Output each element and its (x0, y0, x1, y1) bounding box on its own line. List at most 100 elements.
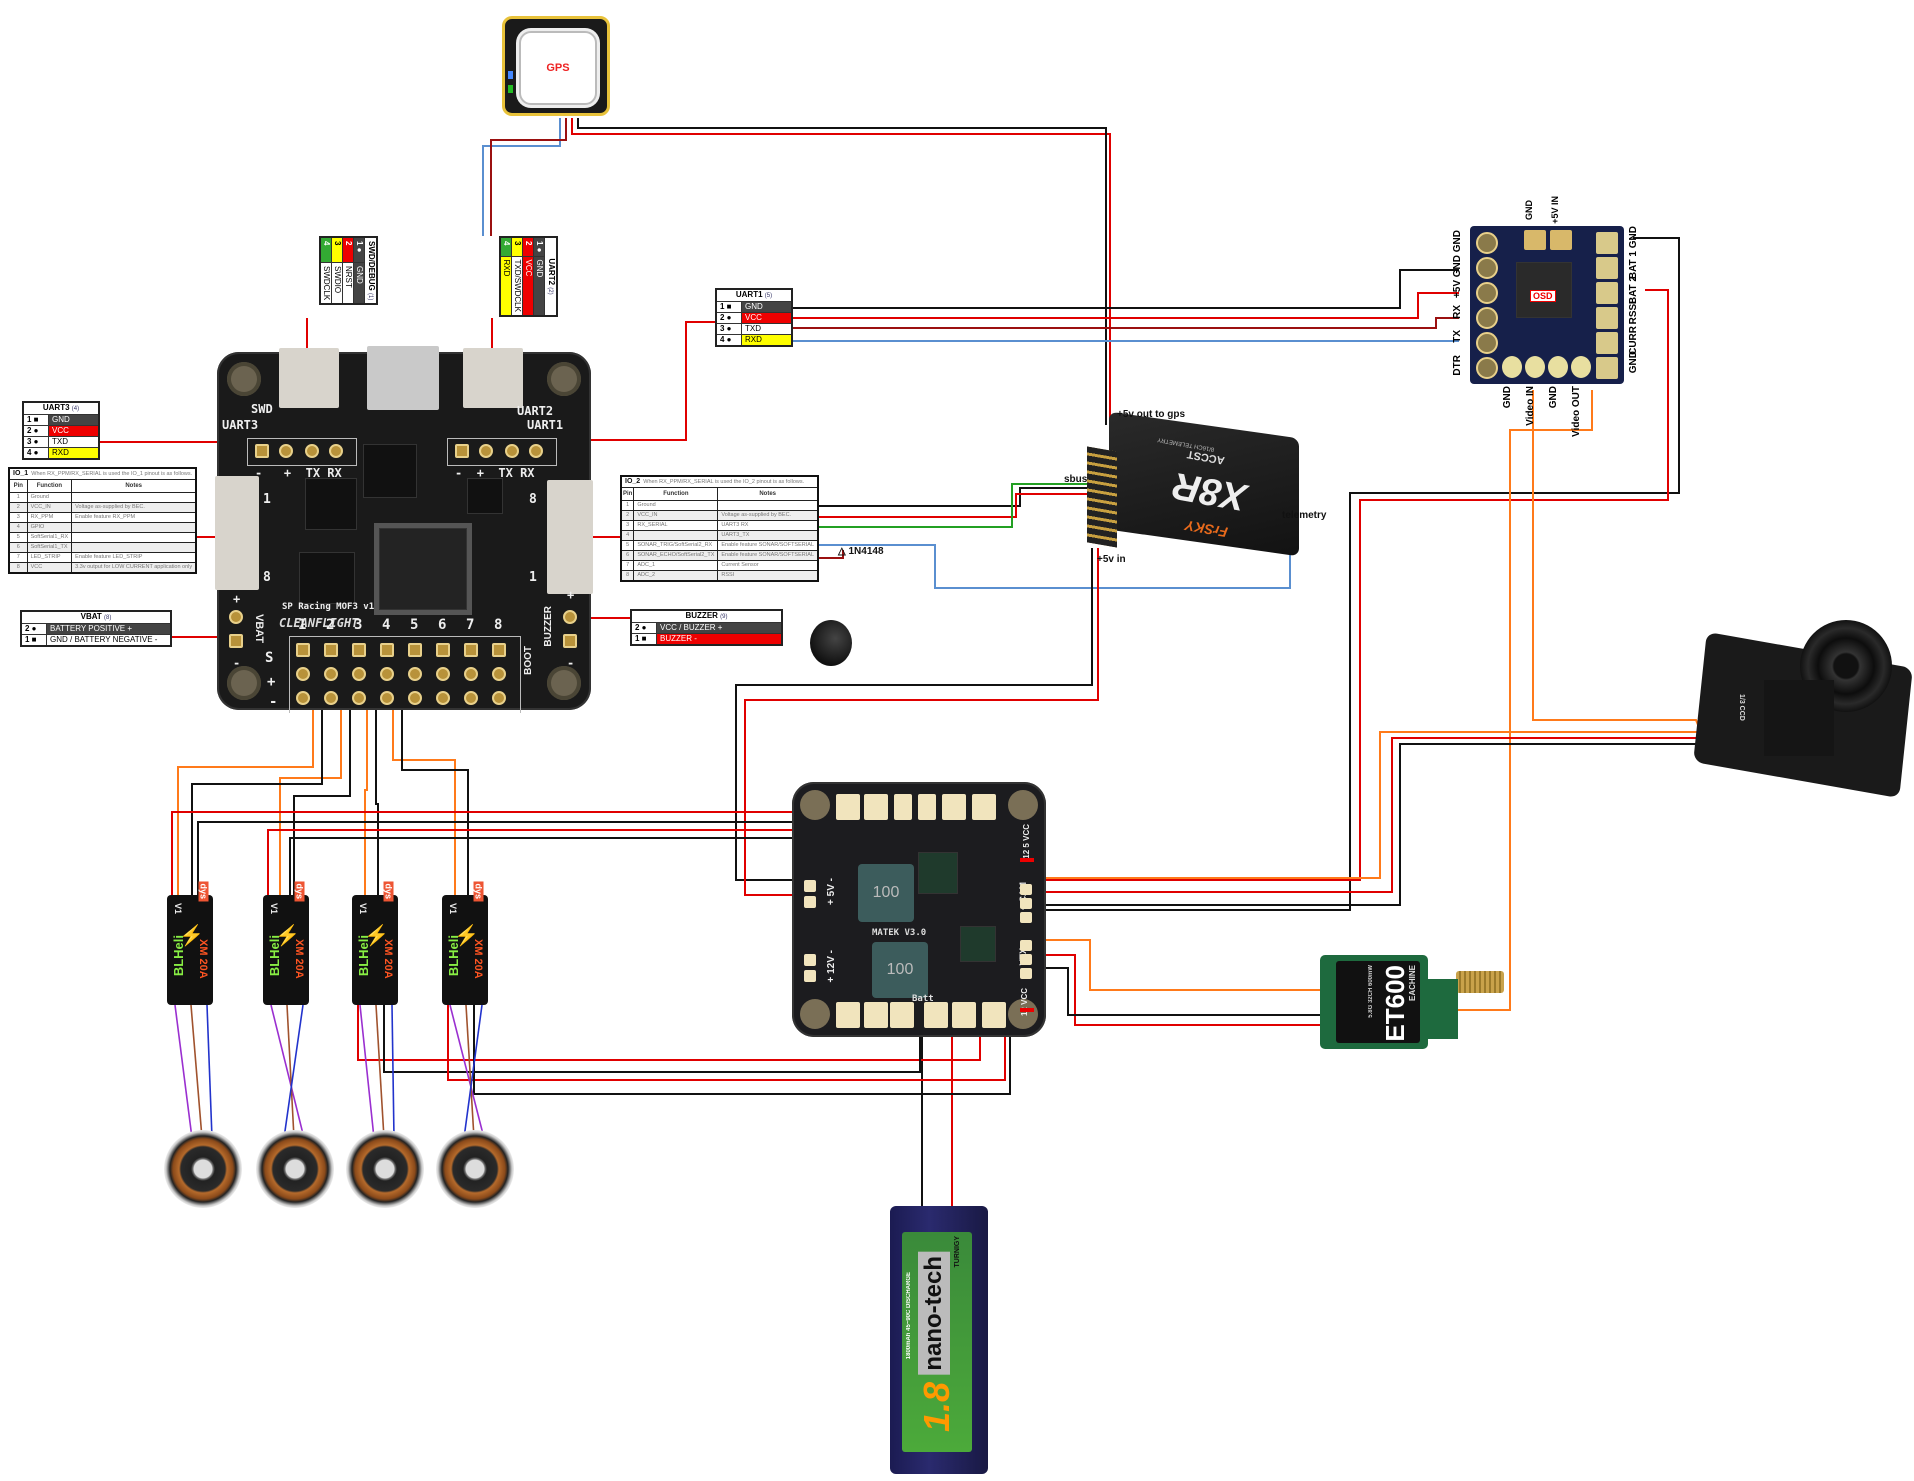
osd-right-pads (1594, 230, 1620, 380)
mounting-hole (800, 999, 830, 1029)
uart3-pad-vcc (279, 444, 293, 458)
wire-motor-phase (449, 1004, 485, 1139)
osd-left-pin-label: GND (1452, 255, 1463, 278)
silk-minus-row: - (269, 694, 278, 710)
buzzer-connector-pinout: BUZZER (9) 2 ●VCC / BUZZER + 1 ■BUZZER - (630, 609, 783, 646)
wire-uart1-txd (793, 317, 1459, 329)
io1-cell (71, 542, 197, 553)
uart3-pad-rx (329, 444, 343, 458)
output-pad-plus (436, 667, 450, 681)
receiver-label-out-to-gps: +5v out to gps (1117, 409, 1186, 420)
io1-title: IO_1 (13, 470, 29, 477)
io2-cell: Voltage as-supplied by BEC. (717, 510, 819, 521)
osd-left-pin-label: +5V (1452, 280, 1463, 299)
vbat-pin-no: 2 ● (20, 623, 47, 635)
mounting-hole (547, 362, 581, 396)
silk-uart1: UART1 (527, 418, 564, 432)
buzzer-pin-no: 1 ■ (630, 633, 657, 646)
uart3-pin-no: 1 ■ (22, 414, 49, 426)
silk-channel-number: 5 (410, 617, 419, 633)
silk-io1-pin1: 1 (263, 492, 271, 507)
io2-cell: Current Sensor (717, 560, 819, 571)
io2-cell: Enable feature SONAR/SOFTSERIAL (717, 540, 819, 551)
osd-bottom-pad (1525, 356, 1545, 378)
silk-channel-number: 8 (494, 617, 503, 633)
io1-cell: 2 (8, 502, 28, 513)
io2-cell: ADC_2 (633, 570, 719, 582)
output-pad-signal (296, 643, 310, 657)
pdb-top-pad (972, 794, 996, 820)
gps-module: GPS (502, 16, 610, 116)
pdb-label-12v: + 12V - (826, 950, 837, 983)
lightning-icon: ⚡ (179, 925, 204, 947)
battery-product: nano-tech (918, 1252, 950, 1375)
osd-right-pad (1596, 357, 1618, 379)
uart2-pin-label: RXD (500, 256, 512, 316)
wire-osd-vin (1532, 390, 1701, 731)
brushless-motor (256, 1130, 334, 1208)
osd-top-pad-5v (1550, 230, 1572, 250)
swd-pin-no: 2 (342, 237, 354, 263)
io1-cell: VCC (26, 562, 73, 574)
io2-port (547, 480, 593, 594)
mounting-hole (800, 790, 830, 820)
pdb-label-batt: Batt (912, 994, 934, 1004)
esc-version: V1 (448, 903, 458, 915)
output-pad-plus (380, 667, 394, 681)
osd-bottom-pin-label: Video IN (1525, 386, 1536, 426)
wire-uart1-gnd (793, 269, 1459, 309)
pdb-name: MATEK V3.0 (872, 928, 927, 938)
silk-io2-pin1: 1 (529, 570, 537, 585)
output-pad-minus (380, 691, 394, 705)
uart3-connector-pinout: UART3 (4) 1 ■GND 2 ●VCC 3 ●TXD 4 ●RXD (22, 401, 100, 460)
silk-buzzer-plus: + (567, 588, 575, 602)
pdb-bottom-pad (924, 1002, 948, 1028)
swd-pin-no: 4 (320, 237, 332, 263)
pdb-top-pad (918, 794, 936, 820)
wire-motor-phase (283, 1004, 304, 1139)
osd-bottom-pin-label: Video OUT (1571, 386, 1582, 437)
silk-channel-number: 6 (438, 617, 447, 633)
io1-cell: 6 (8, 542, 28, 553)
silk-plus-row: + (267, 674, 276, 690)
esc-brand: dys (384, 881, 394, 901)
battery-brand: TURNIGY (954, 1236, 961, 1268)
output-pad-signal (352, 643, 366, 657)
uart1-pin-no: 3 ● (715, 323, 742, 335)
osd-chip-label: OSD (1530, 290, 1556, 302)
pdb-top-pad (836, 794, 860, 820)
silk-vbat: VBAT (253, 614, 265, 644)
vbat-title: VBAT (8) (20, 610, 172, 624)
wire-io2-diode (810, 550, 844, 559)
diode-label: △ 1N4148 (838, 546, 884, 557)
uart2-pin-no: 3 (511, 237, 523, 257)
osd-left-pads (1474, 230, 1500, 380)
pdb-regulator (960, 926, 996, 962)
osd-right-pad (1596, 282, 1618, 304)
output-pad-signal (380, 643, 394, 657)
io2-cell: 4 (620, 530, 635, 541)
silk-uart1-pins: - + TX RX (455, 466, 535, 480)
io1-cell: 4 (8, 522, 28, 533)
silk-vbat-plus: + (233, 592, 241, 606)
output-pad-plus (324, 667, 338, 681)
brushless-motor (436, 1130, 514, 1208)
output-pad-minus (464, 691, 478, 705)
pdb-top-pad (864, 794, 888, 820)
wire-motor-phase (270, 1004, 305, 1139)
silk-channel-number: 4 (382, 617, 391, 633)
gps-antenna: GPS (519, 31, 597, 105)
io2-title: IO_2 (625, 478, 641, 485)
osd-left-pad (1476, 232, 1498, 254)
vbat-pin-label: GND / BATTERY NEGATIVE - (46, 634, 172, 647)
vbat-pad-minus (229, 634, 243, 648)
io1-description: When RX_PPM/RX_SERIAL is used the IO_1 p… (31, 471, 193, 477)
